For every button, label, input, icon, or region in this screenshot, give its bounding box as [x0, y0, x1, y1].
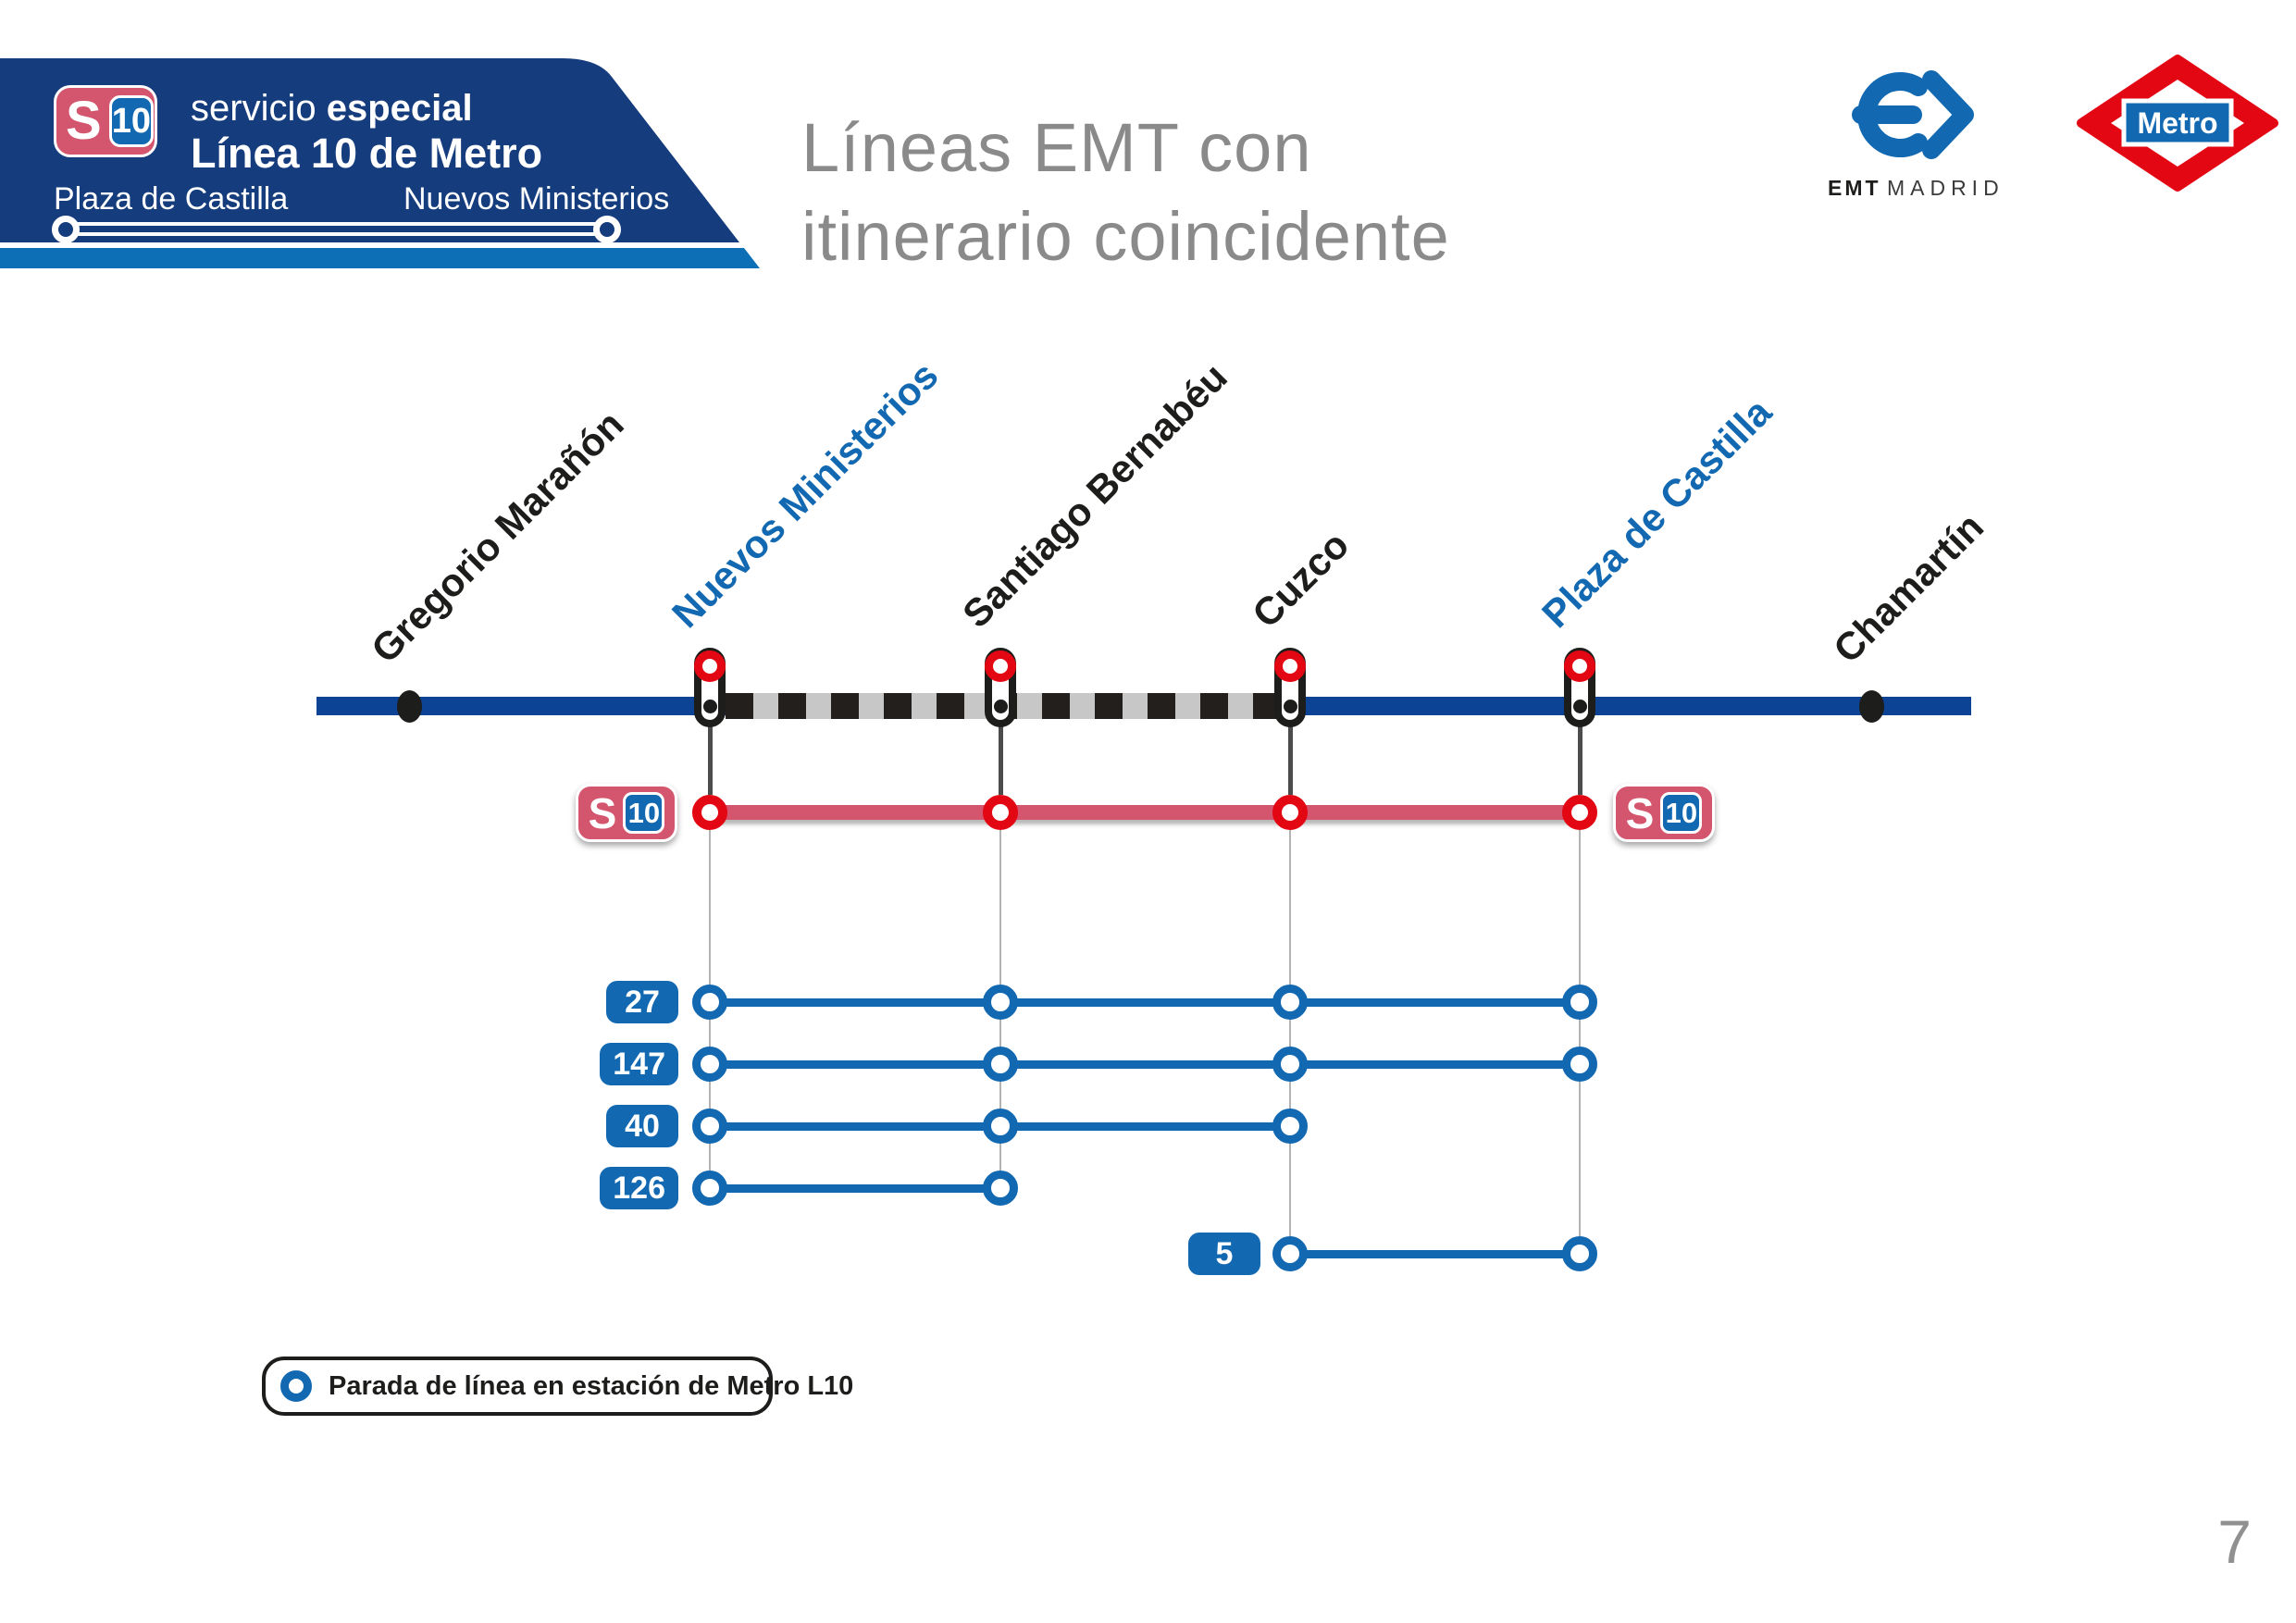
interchange-dot — [994, 700, 1008, 713]
interchange-red-ring — [694, 650, 726, 682]
station-connector — [1288, 725, 1293, 795]
bus-stop-ring — [1272, 1109, 1308, 1144]
bus-stop-ring — [983, 1171, 1018, 1206]
legend-text: Parada de línea en estación de Metro L10 — [329, 1370, 854, 1401]
s10-badge-number: 10 — [1660, 792, 1703, 834]
bus-line-badge: 5 — [1188, 1233, 1260, 1275]
bus-route-line — [710, 998, 1580, 1007]
legend-box: Parada de línea en estación de Metro L10 — [262, 1357, 853, 1416]
bus-stop-ring — [1272, 985, 1308, 1020]
emt-caption-bold: EMT — [1828, 176, 1881, 200]
bus-stop-ring — [983, 1109, 1018, 1144]
s10-stop-ring — [1272, 795, 1308, 830]
bus-stop-ring — [692, 1171, 727, 1206]
station-label: Cuzco — [1244, 522, 1358, 637]
bus-stop-ring — [692, 985, 727, 1020]
bus-stop-ring — [1562, 1236, 1597, 1271]
s10-badge-number: 10 — [108, 95, 154, 147]
bus-line-badge: 40 — [606, 1105, 678, 1147]
bus-route-line — [1290, 1250, 1580, 1258]
station-label: Gregorio Marañón — [363, 402, 632, 672]
station-connector — [999, 725, 1003, 795]
bus-stop-ring — [983, 1047, 1018, 1082]
bus-line-badge: 126 — [600, 1167, 678, 1209]
s10-stop-ring — [692, 795, 727, 830]
header-banner-shape — [0, 58, 760, 268]
legend-stop-icon — [280, 1370, 312, 1402]
metro-logo-icon: Metro — [2077, 55, 2278, 192]
bus-route-line — [710, 1184, 1000, 1193]
bus-stop-ring — [983, 985, 1018, 1020]
station-label: Plaza de Castilla — [1533, 390, 1781, 637]
header-route-endcap-right — [593, 216, 621, 243]
bus-stop-ring — [1272, 1047, 1308, 1082]
bus-stop-ring — [1562, 1047, 1597, 1082]
bus-stop-ring — [1272, 1236, 1308, 1271]
s10-badge-letter: S — [66, 91, 102, 151]
station-connector — [1579, 830, 1581, 1254]
s10-badge-letter: S — [588, 788, 617, 837]
interchange-dot — [1573, 700, 1587, 713]
s10-badge-letter: S — [1625, 788, 1655, 837]
s10-stop-ring — [983, 795, 1018, 830]
emt-logo-caption: EMT MADRID — [1828, 176, 2004, 201]
page-title-line1: Líneas EMT con — [801, 109, 1312, 186]
interchange-dot — [1284, 700, 1297, 713]
bus-line-badge: 147 — [600, 1043, 678, 1085]
header-route-line — [66, 222, 607, 236]
interchange-red-ring — [1564, 650, 1595, 682]
bus-stop-ring — [692, 1109, 727, 1144]
emt-logo-icon — [1852, 70, 1974, 159]
bus-route-line — [710, 1060, 1580, 1069]
s10-line-badge: S 10 — [54, 85, 157, 157]
header-route-endcap-left — [52, 216, 80, 243]
page-number: 7 — [2217, 1507, 2252, 1576]
emt-caption-light: MADRID — [1886, 176, 2004, 200]
station-connector — [1578, 725, 1582, 795]
station-marker-dot — [1859, 690, 1884, 723]
svg-text:Metro: Metro — [2137, 106, 2217, 140]
station-connector — [1289, 830, 1291, 1254]
metro-line-name: Línea 10 de Metro — [191, 130, 543, 177]
service-word-bold: especial — [326, 88, 473, 129]
terminus-right-label: Nuevos Ministerios — [403, 181, 670, 217]
bus-line-badge: 27 — [606, 981, 678, 1023]
bus-stop-ring — [692, 1047, 727, 1082]
bus-stop-ring — [1562, 985, 1597, 1020]
interchange-dot — [703, 700, 717, 713]
station-connector — [708, 725, 713, 795]
terminus-left-label: Plaza de Castilla — [54, 181, 289, 217]
s10-stop-ring — [1562, 795, 1597, 830]
interchange-red-ring — [985, 650, 1016, 682]
station-label: Chamartín — [1825, 504, 1992, 672]
service-type-label: servicio especial — [191, 88, 473, 130]
service-word: servicio — [191, 88, 316, 129]
s10-line — [710, 805, 1580, 820]
page-title-line2: itinerario coincidente — [801, 198, 1450, 275]
interchange-red-ring — [1274, 650, 1306, 682]
station-marker-dot — [397, 690, 422, 723]
page-title: Líneas EMT con itinerario coincidente — [801, 104, 1450, 281]
station-label: Santiago Bernabéu — [954, 354, 1235, 637]
s10-badge-number: 10 — [623, 792, 665, 834]
station-label: Nuevos Ministerios — [664, 353, 947, 637]
